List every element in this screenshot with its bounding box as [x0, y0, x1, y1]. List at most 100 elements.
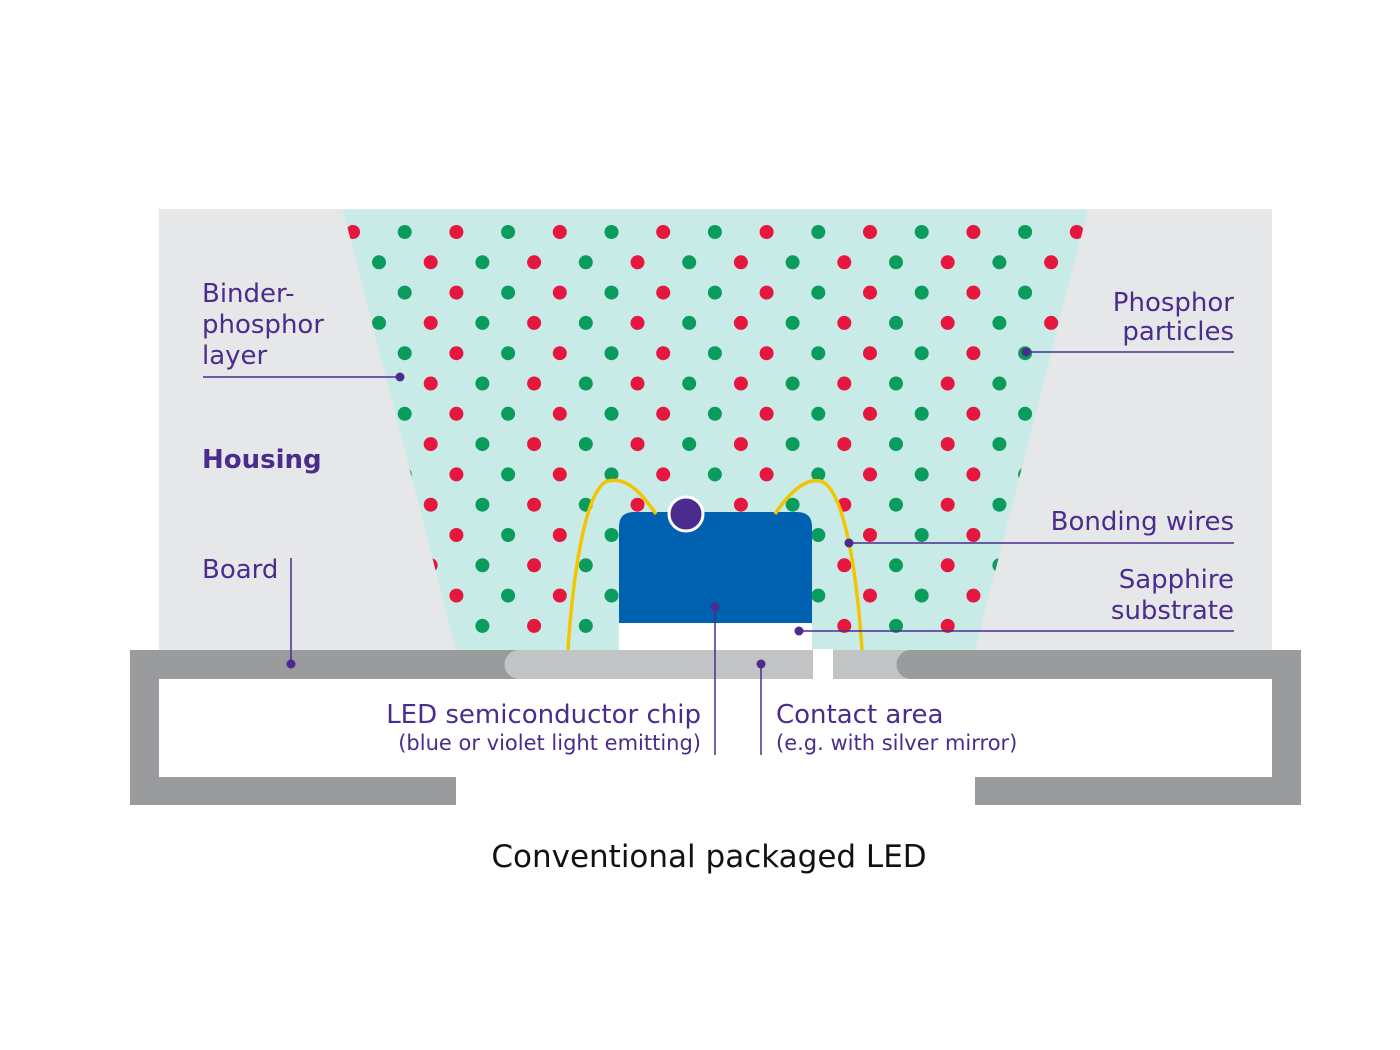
- green-phosphor-particle: [372, 255, 386, 270]
- red-phosphor-particle: [733, 497, 748, 512]
- red-phosphor-particle: [656, 406, 671, 421]
- label-sapphire-line1: Sapphire: [1119, 565, 1234, 595]
- red-phosphor-particle: [656, 467, 671, 482]
- red-phosphor-particle: [837, 558, 852, 573]
- led-chip: [619, 512, 812, 623]
- red-phosphor-particle: [423, 437, 438, 452]
- red-phosphor-particle: [1044, 255, 1059, 270]
- red-phosphor-particle: [630, 376, 645, 391]
- contact-area-left: [504, 650, 813, 679]
- green-phosphor-particle: [578, 558, 593, 573]
- green-phosphor-particle: [501, 346, 516, 361]
- green-phosphor-particle: [604, 467, 619, 482]
- red-phosphor-particle: [966, 285, 981, 300]
- leader-dot-contact: [756, 659, 766, 669]
- green-phosphor-particle: [475, 558, 490, 573]
- green-phosphor-particle: [682, 255, 697, 270]
- green-phosphor-particle: [811, 467, 826, 482]
- green-phosphor-particle: [707, 406, 722, 421]
- leader-lines: [203, 351, 1234, 755]
- red-phosphor-particle: [630, 255, 645, 270]
- red-phosphor-particle: [552, 406, 567, 421]
- green-phosphor-particle: [811, 346, 826, 361]
- red-phosphor-particle: [863, 528, 877, 542]
- green-phosphor-particle: [578, 315, 593, 330]
- green-phosphor-particle: [889, 497, 903, 512]
- green-phosphor-particle: [397, 225, 412, 239]
- green-phosphor-particle: [992, 497, 1007, 512]
- green-phosphor-particle: [785, 437, 800, 452]
- contact-area-right: [833, 650, 911, 679]
- red-phosphor-particle: [759, 406, 774, 421]
- red-phosphor-particle: [940, 618, 955, 633]
- green-phosphor-particle: [811, 225, 826, 239]
- red-phosphor-particle: [966, 588, 981, 603]
- red-phosphor-particle: [733, 255, 748, 270]
- red-phosphor-particle: [552, 467, 567, 482]
- green-phosphor-particle: [992, 437, 1007, 452]
- red-phosphor-particle: [759, 285, 774, 300]
- green-phosphor-particle: [501, 588, 516, 603]
- green-phosphor-particle: [707, 467, 722, 482]
- green-phosphor-particle: [889, 315, 903, 330]
- red-phosphor-particle: [837, 618, 852, 633]
- red-phosphor-particle: [630, 497, 645, 512]
- green-phosphor-particle: [578, 255, 593, 270]
- green-phosphor-particle: [889, 558, 903, 573]
- green-phosphor-particle: [914, 528, 929, 542]
- green-phosphor-particle: [475, 255, 490, 270]
- red-phosphor-particle: [940, 315, 955, 330]
- board-gap-top: [813, 649, 833, 680]
- red-phosphor-particle: [423, 255, 438, 270]
- red-phosphor-particle: [552, 588, 567, 603]
- red-phosphor-particle: [966, 346, 981, 361]
- green-phosphor-particle: [501, 528, 516, 542]
- red-phosphor-particle: [449, 285, 464, 300]
- green-phosphor-particle: [811, 588, 826, 603]
- red-phosphor-particle: [449, 528, 464, 542]
- red-phosphor-particle: [940, 558, 955, 573]
- leader-dot-phosphor: [1021, 347, 1031, 357]
- green-phosphor-particle: [604, 406, 619, 421]
- red-phosphor-particle: [527, 315, 542, 330]
- green-phosphor-particle: [889, 376, 903, 391]
- red-phosphor-particle: [527, 255, 542, 270]
- green-phosphor-particle: [682, 315, 697, 330]
- green-phosphor-particle: [914, 285, 929, 300]
- green-phosphor-particle: [397, 285, 412, 300]
- green-phosphor-particle: [1018, 406, 1033, 421]
- red-phosphor-particle: [656, 285, 671, 300]
- red-phosphor-particle: [423, 315, 438, 330]
- red-phosphor-particle: [759, 467, 774, 482]
- green-phosphor-particle: [372, 315, 386, 330]
- green-phosphor-particle: [785, 376, 800, 391]
- red-phosphor-particle: [733, 376, 748, 391]
- green-phosphor-particle: [475, 437, 490, 452]
- diagram-title: Conventional packaged LED: [491, 839, 926, 875]
- green-phosphor-particle: [1018, 285, 1033, 300]
- leader-dot-sapphire: [794, 626, 804, 636]
- red-phosphor-particle: [837, 437, 852, 452]
- green-phosphor-particle: [604, 285, 619, 300]
- green-phosphor-particle: [397, 406, 412, 421]
- green-phosphor-particle: [889, 618, 903, 633]
- red-phosphor-particle: [966, 467, 981, 482]
- red-phosphor-particle: [1044, 315, 1059, 330]
- red-phosphor-particle: [630, 315, 645, 330]
- red-phosphor-particle: [940, 497, 955, 512]
- red-phosphor-particle: [527, 558, 542, 573]
- green-phosphor-particle: [475, 618, 490, 633]
- green-phosphor-particle: [889, 255, 903, 270]
- leader-dot-board: [286, 659, 296, 669]
- green-phosphor-particle: [475, 497, 490, 512]
- green-phosphor-particle: [501, 406, 516, 421]
- green-phosphor-particle: [682, 376, 697, 391]
- bonding-wire-left: [566, 478, 658, 651]
- red-phosphor-particle: [966, 225, 981, 239]
- label-led-chip-line2: (blue or violet light emitting): [398, 731, 701, 755]
- bonding-wire-right: [773, 478, 864, 651]
- red-phosphor-particle: [940, 376, 955, 391]
- red-phosphor-particle: [1069, 225, 1084, 239]
- label-contact-line2: (e.g. with silver mirror): [776, 731, 1017, 755]
- red-phosphor-particle: [527, 497, 542, 512]
